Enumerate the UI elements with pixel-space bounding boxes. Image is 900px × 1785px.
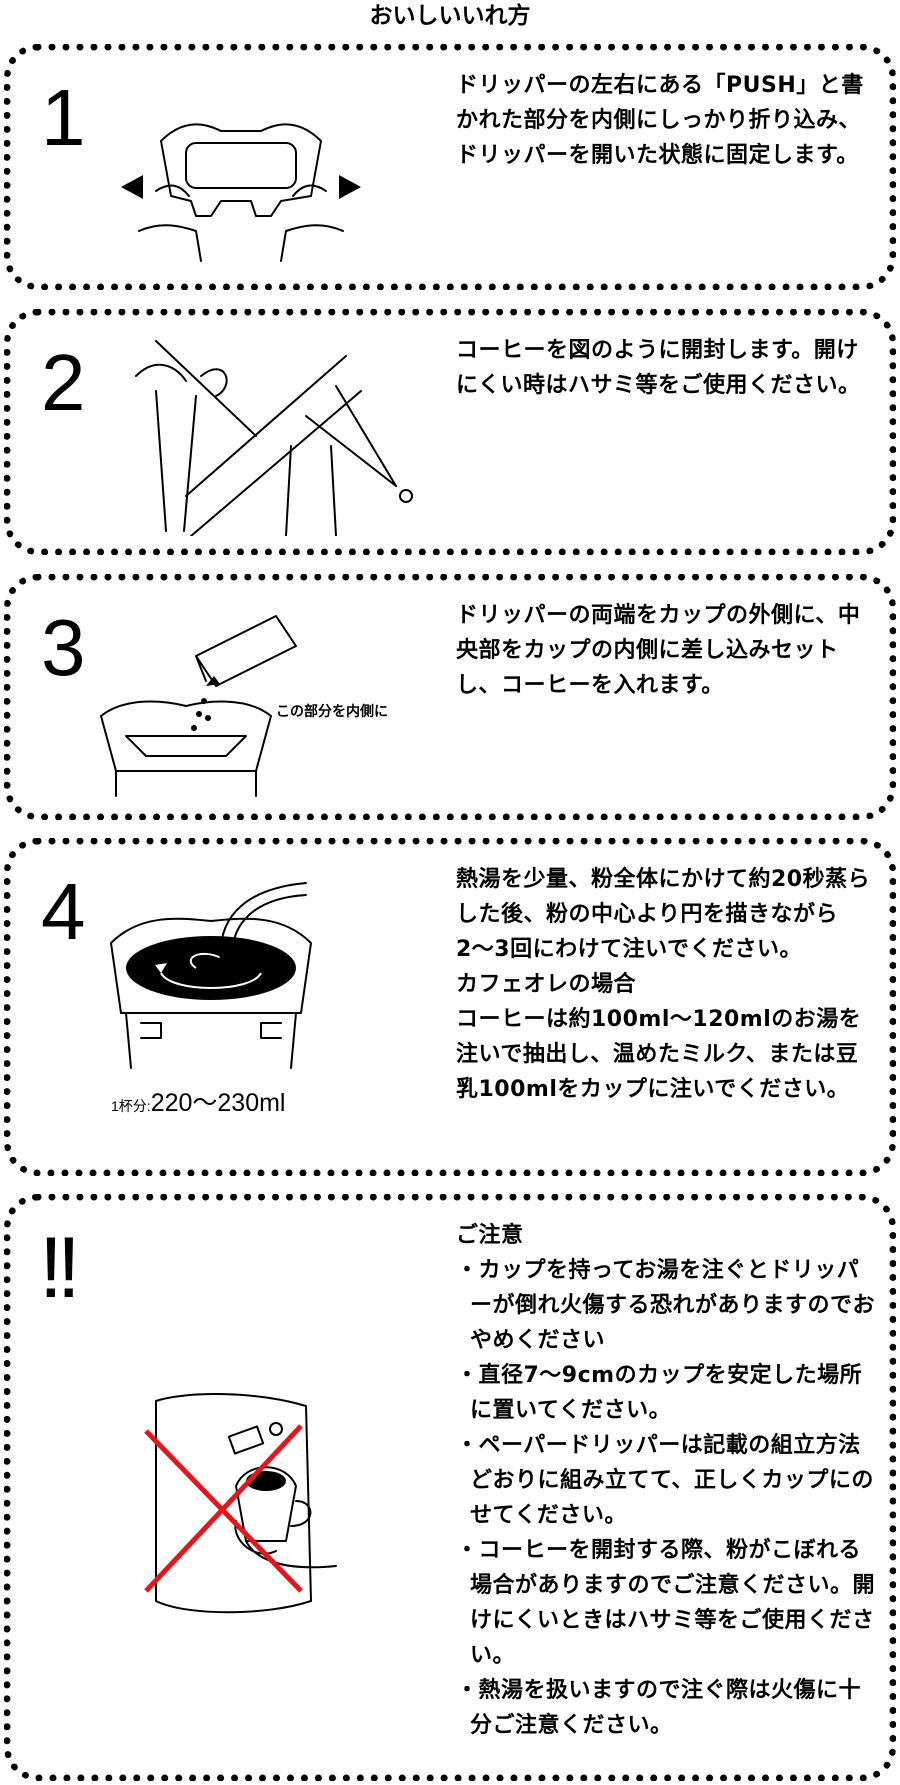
dripper-fold-illustration bbox=[121, 123, 361, 262]
step-4-text: 熱湯を少量、粉全体にかけて約20秒蒸らした後、粉の中心より円を描きながら2〜3回… bbox=[456, 867, 871, 962]
caution-panel: !! ご注意 ・カップを持ってお湯を注ぐとドリッパーが倒れ火傷する恐れがあります… bbox=[4, 1194, 896, 1781]
serving-label: 1杯分: bbox=[111, 1098, 151, 1114]
cafe-au-lait-heading: カフェオレの場合 bbox=[456, 972, 637, 997]
caution-item: ・ペーパードリッパーは記載の組立方法どおりに組み立てて、正しくカップにのせてくだ… bbox=[456, 1433, 874, 1528]
caution-item: ・コーヒーを開封する際、粉がこぼれる場合がありますのでご注意ください。開けにくい… bbox=[456, 1538, 876, 1668]
step-4-text-block: 熱湯を少量、粉全体にかけて約20秒蒸らした後、粉の中心より円を描きながら2〜3回… bbox=[456, 862, 876, 1107]
caution-text-block: ご注意 ・カップを持ってお湯を注ぐとドリッパーが倒れ火傷する恐れがありますのでお… bbox=[456, 1218, 876, 1743]
caution-item: ・カップを持ってお湯を注ぐとドリッパーが倒れ火傷する恐れがありますのでおやめくだ… bbox=[456, 1258, 876, 1353]
step-4-panel: 4 1杯分:220〜230ml 熱湯を少量、粉全体にかけて約20秒蒸らした後、粉… bbox=[4, 838, 896, 1176]
step-3-caption: この部分を内側に bbox=[276, 704, 388, 720]
warning-mark: !! bbox=[39, 1220, 81, 1316]
pour-coffee-illustration bbox=[100, 615, 297, 797]
caution-item: ・直径7〜9cmのカップを安定した場所に置いてください。 bbox=[456, 1363, 863, 1423]
step-1-panel: 1 ドリッパーの左右にある「PUSH」と書かれた部分を内側にしっかり折り込み、ド… bbox=[4, 44, 896, 290]
pour-water-illustration bbox=[110, 882, 312, 1069]
left-arrow-icon bbox=[121, 175, 143, 199]
cafe-au-lait-text: コーヒーは約100ml〜120mlのお湯を注いで抽出し、温めたミルク、または豆乳… bbox=[456, 1007, 862, 1102]
caution-item: ・熱湯を扱いますので注ぐ際は火傷に十分ご注意ください。 bbox=[456, 1678, 862, 1738]
right-arrow-icon bbox=[339, 175, 361, 199]
step-2-panel: 2 コーヒーを図のように開封します。開けにくい時はハサミ等をご使用ください。 bbox=[4, 309, 896, 555]
step-number: 2 bbox=[41, 338, 86, 427]
step-1-text: ドリッパーの左右にある「PUSH」と書かれた部分を内側にしっかり折り込み、ドリッ… bbox=[456, 73, 864, 168]
serving-value: 220〜230ml bbox=[150, 1089, 286, 1117]
step-2-text: コーヒーを図のように開封します。開けにくい時はハサミ等をご使用ください。 bbox=[456, 338, 861, 398]
caution-heading: ご注意 bbox=[456, 1223, 524, 1248]
serving-size: 1杯分:220〜230ml bbox=[111, 1083, 286, 1119]
step-3-panel: 3 この部分を内側に ドリッパーの両端をカップの外側に、中央部をカップの内側に差… bbox=[4, 574, 896, 820]
no-holding-cup-illustration bbox=[144, 1393, 337, 1614]
cross-line-2 bbox=[144, 1424, 303, 1593]
step-number: 4 bbox=[41, 867, 86, 956]
step-number: 3 bbox=[41, 603, 86, 692]
step-number: 1 bbox=[41, 73, 86, 162]
page-title: おいしいいれ方 bbox=[369, 3, 531, 29]
step-3-text: ドリッパーの両端をカップの外側に、中央部をカップの内側に差し込みセットし、コーヒ… bbox=[456, 603, 861, 698]
open-package-illustration bbox=[135, 340, 413, 536]
